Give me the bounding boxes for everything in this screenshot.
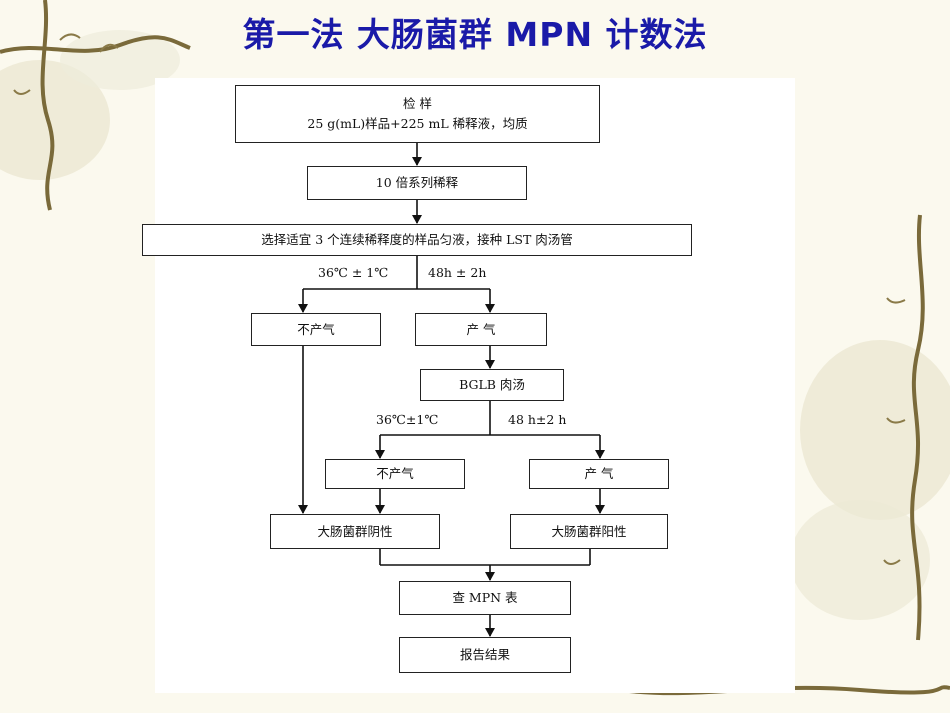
- result-no-gas-1: 不产气: [251, 313, 381, 346]
- step-inspect-sample: 检 样 25 g(mL)样品+225 mL 稀释液，均质: [235, 85, 600, 143]
- condition-time-2: 48 h±2 h: [508, 412, 567, 427]
- inoculate-label: 选择适宜 3 个连续稀释度的样品匀液，接种 LST 肉汤管: [261, 232, 573, 247]
- gas-1-label: 产 气: [466, 321, 496, 337]
- mpn-table-label: 查 MPN 表: [452, 590, 518, 605]
- step-report-results: 报告结果: [399, 637, 571, 673]
- result-coliform-negative: 大肠菌群阴性: [270, 514, 440, 549]
- result-gas-2: 产 气: [529, 459, 669, 489]
- result-no-gas-2: 不产气: [325, 459, 465, 489]
- step-bglb-broth: BGLB 肉汤: [420, 369, 564, 401]
- gas-2-label: 产 气: [584, 466, 614, 481]
- step-check-mpn-table: 查 MPN 表: [399, 581, 571, 615]
- result-gas-1: 产 气: [415, 313, 547, 346]
- page-title: 第一法 大肠菌群 MPN 计数法: [242, 15, 708, 54]
- report-label: 报告结果: [459, 647, 510, 662]
- result-coliform-positive: 大肠菌群阳性: [510, 514, 668, 549]
- no-gas-2-label: 不产气: [376, 466, 414, 481]
- condition-temp-2: 36℃±1℃: [376, 412, 439, 427]
- step-dilution: 10 倍系列稀释: [307, 166, 527, 200]
- bglb-label: BGLB 肉汤: [459, 377, 525, 392]
- positive-label: 大肠菌群阳性: [551, 523, 627, 539]
- inspect-detail: 25 g(mL)样品+225 mL 稀释液，均质: [307, 116, 528, 131]
- step-inoculate-lst: 选择适宜 3 个连续稀释度的样品匀液，接种 LST 肉汤管: [142, 224, 692, 256]
- condition-temp-1: 36℃ ± 1℃: [318, 265, 389, 280]
- dilution-label: 10 倍系列稀释: [375, 175, 459, 190]
- condition-time-1: 48h ± 2h: [428, 265, 487, 280]
- no-gas-1-label: 不产气: [297, 321, 335, 337]
- negative-label: 大肠菌群阴性: [317, 523, 393, 539]
- inspect-label: 检 样: [403, 96, 432, 111]
